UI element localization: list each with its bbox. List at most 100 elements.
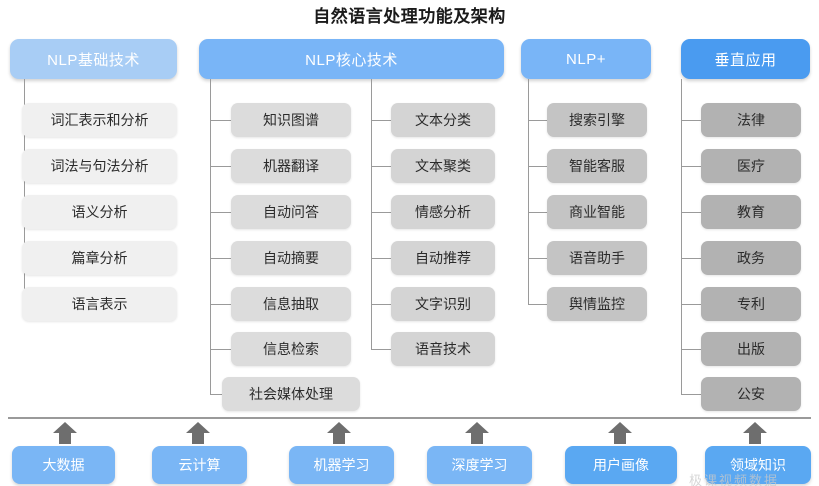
node-col3-item[interactable]: 文本聚类 bbox=[391, 149, 495, 183]
node-col3-item[interactable]: 自动推荐 bbox=[391, 241, 495, 275]
connector-branch bbox=[528, 258, 548, 259]
node-label: 自动推荐 bbox=[415, 250, 471, 266]
node-label: 知识图谱 bbox=[263, 112, 319, 128]
connector-branch bbox=[681, 212, 702, 213]
node-label: 语义分析 bbox=[71, 204, 128, 220]
node-label: 社会媒体处理 bbox=[249, 386, 333, 402]
foundation-baseline bbox=[8, 417, 811, 419]
connector-branch bbox=[371, 120, 392, 121]
header-nlp-core[interactable]: NLP核心技术 bbox=[199, 39, 504, 79]
node-label: 公安 bbox=[737, 386, 765, 402]
connector-branch bbox=[210, 304, 232, 305]
node-col4-item[interactable]: 搜索引擎 bbox=[547, 103, 647, 137]
node-col4-item[interactable]: 商业智能 bbox=[547, 195, 647, 229]
node-label: 自动问答 bbox=[263, 204, 319, 220]
node-label: 语音助手 bbox=[569, 250, 625, 266]
node-col5-item[interactable]: 公安 bbox=[701, 377, 801, 411]
node-label: 文本聚类 bbox=[415, 158, 471, 174]
foundation-label: 领域知识 bbox=[730, 457, 786, 473]
node-col5-item[interactable]: 专利 bbox=[701, 287, 801, 321]
node-label: 医疗 bbox=[737, 158, 765, 174]
connector-branch bbox=[371, 349, 392, 350]
connector-branch bbox=[681, 120, 702, 121]
node-col3-item[interactable]: 文本分类 bbox=[391, 103, 495, 137]
page-title: 自然语言处理功能及架构 bbox=[313, 7, 506, 26]
connector-trunk-col3 bbox=[371, 79, 372, 350]
node-col1-item[interactable]: 语义分析 bbox=[22, 195, 177, 229]
foundation-label: 大数据 bbox=[42, 457, 85, 473]
node-col2-item[interactable]: 自动摘要 bbox=[231, 241, 351, 275]
foundation-item-ml[interactable]: 机器学习 bbox=[289, 446, 394, 484]
node-label: 专利 bbox=[737, 296, 765, 312]
node-col1-item[interactable]: 篇章分析 bbox=[22, 241, 177, 275]
node-col2-item[interactable]: 机器翻译 bbox=[231, 149, 351, 183]
foundation-item-user-profile[interactable]: 用户画像 bbox=[565, 446, 677, 484]
foundation-item-domain-knowledge[interactable]: 领域知识 bbox=[705, 446, 811, 484]
node-col5-item[interactable]: 医疗 bbox=[701, 149, 801, 183]
node-col3-item[interactable]: 情感分析 bbox=[391, 195, 495, 229]
arrow-up-icon bbox=[326, 421, 352, 445]
node-label: 文本分类 bbox=[415, 112, 471, 128]
node-label: 机器翻译 bbox=[263, 158, 319, 174]
connector-branch bbox=[210, 212, 232, 213]
node-label: 舆情监控 bbox=[569, 296, 625, 312]
connector-branch bbox=[528, 120, 548, 121]
node-col2-item[interactable]: 信息抽取 bbox=[231, 287, 351, 321]
node-label: 篇章分析 bbox=[71, 250, 128, 266]
connector-branch bbox=[528, 166, 548, 167]
header-nlp-plus[interactable]: NLP+ bbox=[521, 39, 651, 79]
node-col3-item[interactable]: 文字识别 bbox=[391, 287, 495, 321]
node-col2-item[interactable]: 知识图谱 bbox=[231, 103, 351, 137]
connector-trunk-col2 bbox=[210, 79, 211, 395]
connector-branch bbox=[371, 166, 392, 167]
foundation-item-cloud[interactable]: 云计算 bbox=[152, 446, 247, 484]
connector-branch bbox=[210, 120, 232, 121]
node-label: 出版 bbox=[737, 341, 765, 357]
connector-branch bbox=[371, 212, 392, 213]
connector-branch bbox=[371, 304, 392, 305]
node-col5-item[interactable]: 教育 bbox=[701, 195, 801, 229]
header-label: NLP基础技术 bbox=[47, 51, 140, 69]
connector-trunk-col5 bbox=[681, 79, 682, 395]
foundation-label: 机器学习 bbox=[313, 457, 370, 473]
node-label: 商业智能 bbox=[569, 204, 625, 220]
header-label: NLP+ bbox=[566, 50, 606, 68]
foundation-item-dl[interactable]: 深度学习 bbox=[427, 446, 532, 484]
node-col1-item[interactable]: 语言表示 bbox=[22, 287, 177, 321]
node-col5-item[interactable]: 法律 bbox=[701, 103, 801, 137]
connector-branch bbox=[210, 166, 232, 167]
connector-branch bbox=[528, 304, 548, 305]
connector-branch bbox=[681, 166, 702, 167]
arrow-up-icon bbox=[185, 421, 211, 445]
node-col4-item[interactable]: 语音助手 bbox=[547, 241, 647, 275]
node-col4-item[interactable]: 舆情监控 bbox=[547, 287, 647, 321]
connector-branch bbox=[528, 212, 548, 213]
connector-trunk-col4 bbox=[528, 79, 529, 305]
header-nlp-basic[interactable]: NLP基础技术 bbox=[10, 39, 177, 79]
node-col4-item[interactable]: 智能客服 bbox=[547, 149, 647, 183]
header-label: NLP核心技术 bbox=[305, 51, 398, 69]
node-col2-item[interactable]: 信息检索 bbox=[231, 332, 351, 366]
node-col2-item[interactable]: 社会媒体处理 bbox=[222, 377, 360, 411]
node-label: 语言表示 bbox=[71, 296, 128, 312]
node-col5-item[interactable]: 政务 bbox=[701, 241, 801, 275]
node-col5-item[interactable]: 出版 bbox=[701, 332, 801, 366]
header-vertical-apps[interactable]: 垂直应用 bbox=[681, 39, 810, 79]
node-label: 信息检索 bbox=[263, 341, 319, 357]
node-label: 智能客服 bbox=[569, 158, 625, 174]
foundation-item-bigdata[interactable]: 大数据 bbox=[12, 446, 115, 484]
connector-branch bbox=[681, 394, 702, 395]
connector-branch bbox=[210, 394, 232, 395]
node-label: 搜索引擎 bbox=[569, 112, 625, 128]
header-label: 垂直应用 bbox=[714, 51, 777, 69]
node-label: 教育 bbox=[737, 204, 765, 220]
node-col3-item[interactable]: 语音技术 bbox=[391, 332, 495, 366]
foundation-label: 云计算 bbox=[178, 457, 221, 473]
node-label: 情感分析 bbox=[415, 204, 471, 220]
node-col1-item[interactable]: 词汇表示和分析 bbox=[22, 103, 177, 137]
node-label: 信息抽取 bbox=[263, 296, 319, 312]
connector-branch bbox=[371, 258, 392, 259]
node-col1-item[interactable]: 词法与句法分析 bbox=[22, 149, 177, 183]
node-col2-item[interactable]: 自动问答 bbox=[231, 195, 351, 229]
